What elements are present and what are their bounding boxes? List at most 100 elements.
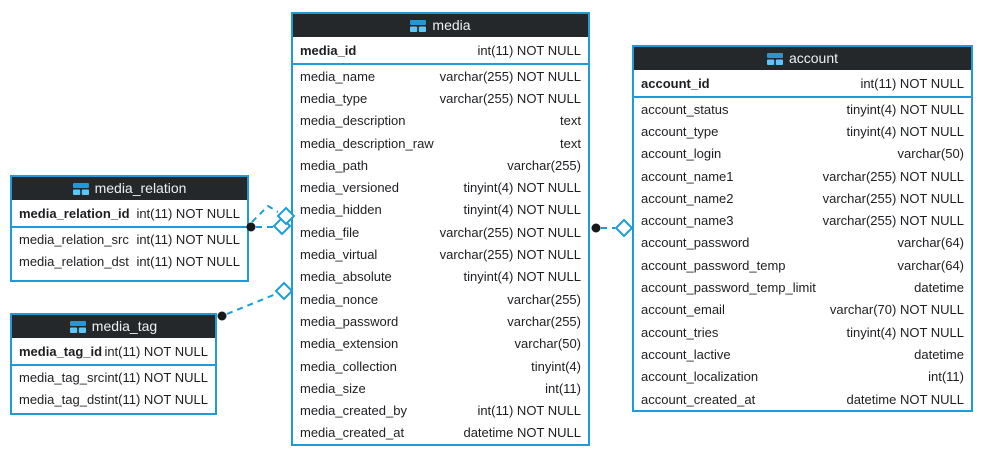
field-name: media_description_raw — [300, 135, 434, 151]
table-account-header[interactable]: account — [634, 47, 971, 70]
table-media-relation-header[interactable]: media_relation — [12, 177, 247, 200]
table-media-header[interactable]: media — [293, 14, 588, 37]
field-type: varchar(255) NOT NULL — [439, 90, 581, 106]
pk-field-name: account_id — [641, 75, 710, 91]
field-name: account_created_at — [641, 391, 756, 407]
field-name: account_password_temp — [641, 257, 786, 273]
pk-field-type: int(11) NOT NULL — [104, 343, 208, 359]
connector-media-tag[interactable] — [217, 281, 294, 321]
field-name: media_versioned — [300, 180, 400, 196]
field-type: varchar(255) NOT NULL — [822, 190, 964, 206]
table-icon — [72, 182, 89, 195]
field-row: account_name3 varchar(255) NOT NULL — [634, 209, 971, 231]
field-name: media_hidden — [300, 202, 382, 218]
field-name: media_type — [300, 90, 368, 106]
field-type: int(11) NOT NULL — [136, 231, 240, 247]
field-name: media_collection — [300, 358, 397, 374]
table-media-relation[interactable]: media_relation media_relation_id int(11)… — [10, 175, 249, 282]
field-type: varchar(255) — [507, 291, 581, 307]
pk-row: media_relation_id int(11) NOT NULL — [12, 200, 247, 228]
field-name: media_size — [300, 380, 366, 396]
field-type: varchar(70) NOT NULL — [829, 302, 964, 318]
pk-field-name: media_relation_id — [19, 205, 130, 221]
table-title: account — [788, 50, 839, 66]
field-type: datetime NOT NULL — [846, 391, 964, 407]
field-name: media_password — [300, 313, 399, 329]
table-media[interactable]: media media_id int(11) NOT NULL media_na… — [291, 12, 590, 447]
field-name: account_name3 — [641, 213, 734, 229]
field-type: tinyint(4) — [531, 358, 581, 374]
field-type: int(11) NOT NULL — [104, 391, 208, 407]
field-row: media_relation_dst int(11) NOT NULL — [12, 250, 247, 272]
field-name: media_absolute — [300, 269, 392, 285]
pk-field-type: int(11) NOT NULL — [860, 75, 964, 91]
table-icon — [766, 52, 783, 65]
field-name: account_type — [641, 123, 719, 139]
table-media-tag[interactable]: media_tag media_tag_id int(11) NOT NULL … — [10, 313, 217, 415]
table-title: media_relation — [94, 180, 187, 196]
connector-media-relation-dst[interactable] — [251, 204, 296, 226]
field-type: datetime — [914, 346, 964, 362]
field-type: int(11) NOT NULL — [136, 253, 240, 269]
table-account[interactable]: account account_id int(11) NOT NULL acco… — [632, 45, 973, 413]
field-name: account_name2 — [641, 190, 734, 206]
field-type: varchar(50) — [514, 336, 581, 352]
field-type: tinyint(4) NOT NULL — [463, 202, 581, 218]
field-type: int(11) — [545, 380, 581, 396]
field-type: varchar(50) — [897, 146, 964, 162]
field-type: varchar(255) NOT NULL — [822, 168, 964, 184]
field-name: media_relation_src — [19, 231, 129, 247]
field-name: media_created_by — [300, 403, 407, 419]
connector-media-relation-src[interactable] — [246, 216, 292, 236]
table-media-tag-header[interactable]: media_tag — [12, 315, 215, 338]
table-icon — [69, 320, 86, 333]
field-row: media_extension varchar(50) — [293, 333, 588, 355]
field-name: media_description — [300, 113, 406, 129]
field-name: account_lactive — [641, 346, 731, 362]
connector-media-account[interactable] — [591, 218, 634, 238]
field-type: varchar(255) — [507, 157, 581, 173]
field-name: media_extension — [300, 336, 399, 352]
table-title: media_tag — [91, 318, 158, 334]
field-type: datetime — [914, 280, 964, 296]
pk-row: media_id int(11) NOT NULL — [293, 37, 588, 65]
field-type: int(11) — [928, 369, 964, 385]
field-name: account_password — [641, 235, 750, 251]
field-type: text — [560, 135, 581, 151]
pk-field-type: int(11) NOT NULL — [477, 42, 581, 58]
field-name: media_relation_dst — [19, 253, 129, 269]
field-name: media_name — [300, 68, 376, 84]
connector-line — [251, 204, 279, 223]
field-name: media_tag_src — [19, 369, 105, 385]
field-type: varchar(255) NOT NULL — [439, 247, 581, 263]
pk-field-name: media_id — [300, 42, 357, 58]
field-row: media_collection tinyint(4) — [293, 355, 588, 377]
field-type: varchar(255) — [507, 313, 581, 329]
field-name: account_status — [641, 101, 729, 117]
field-type: datetime NOT NULL — [463, 425, 581, 441]
field-row: media_hidden tinyint(4) NOT NULL — [293, 199, 588, 221]
field-row: account_created_at datetime NOT NULL — [634, 388, 971, 410]
field-type: varchar(255) NOT NULL — [822, 213, 964, 229]
